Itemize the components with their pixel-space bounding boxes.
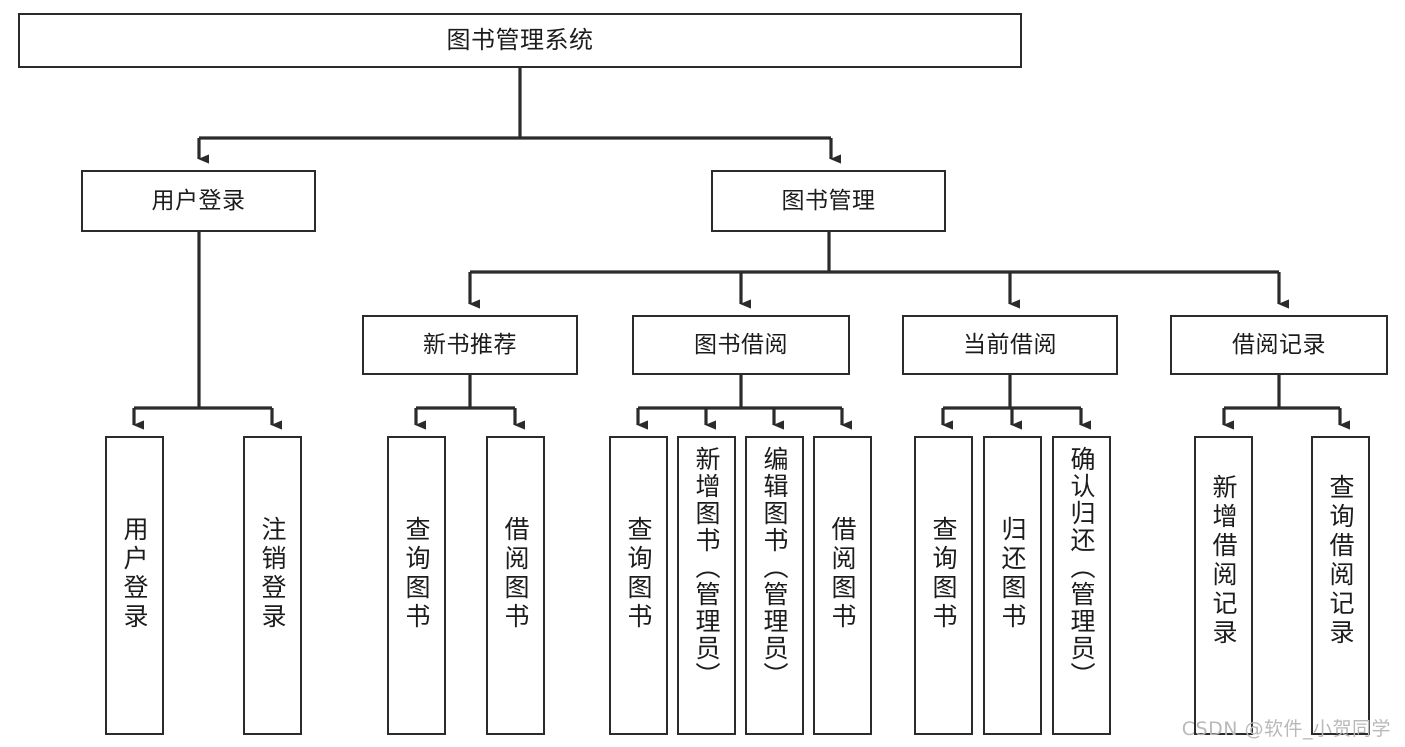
node-user-login[interactable]: 用户登录 (81, 170, 316, 232)
leaf-query-book-current[interactable]: 查询图书 (914, 436, 973, 735)
node-label: 新书推荐 (423, 331, 517, 358)
leaf-add-book-admin[interactable]: 新增图书（管理员） (677, 436, 736, 735)
node-label: 查询图书 (929, 516, 958, 632)
node-label: 查询图书 (624, 516, 653, 632)
node-label: 图书管理系统 (446, 25, 594, 54)
leaf-query-borrow-record[interactable]: 查询借阅记录 (1311, 436, 1370, 735)
leaf-borrow-book[interactable]: 借阅图书 (813, 436, 872, 735)
node-new-book-recommend[interactable]: 新书推荐 (362, 315, 578, 375)
leaf-user-login[interactable]: 用户登录 (105, 436, 164, 735)
node-label: 查询借阅记录 (1326, 474, 1355, 648)
leaf-query-book-borrow[interactable]: 查询图书 (609, 436, 668, 735)
leaf-edit-book-admin[interactable]: 编辑图书（管理员） (745, 436, 804, 735)
leaf-return-book[interactable]: 归还图书 (983, 436, 1042, 735)
leaf-add-borrow-record[interactable]: 新增借阅记录 (1194, 436, 1253, 735)
node-current-borrow[interactable]: 当前借阅 (902, 315, 1118, 375)
node-label: 归还图书 (998, 516, 1027, 632)
node-label: 用户登录 (120, 516, 149, 632)
node-label: 借阅图书 (828, 516, 857, 632)
node-root-book-management-system[interactable]: 图书管理系统 (18, 13, 1022, 68)
node-label: 借阅图书 (501, 516, 530, 632)
node-label: 新增借阅记录 (1209, 474, 1238, 648)
leaf-confirm-return-admin[interactable]: 确认归还（管理员） (1052, 436, 1111, 735)
node-label: 图书管理 (781, 187, 876, 214)
leaf-logout-login[interactable]: 注销登录 (243, 436, 302, 735)
node-label: 图书借阅 (694, 331, 788, 358)
node-label: 借阅记录 (1232, 331, 1326, 358)
node-label: 新增图书（管理员） (692, 446, 721, 689)
node-book-management[interactable]: 图书管理 (711, 170, 946, 232)
node-label: 编辑图书（管理员） (760, 446, 789, 689)
node-book-borrow[interactable]: 图书借阅 (632, 315, 850, 375)
leaf-borrow-book-recommend[interactable]: 借阅图书 (486, 436, 545, 735)
node-label: 确认归还（管理员） (1067, 446, 1096, 689)
node-borrow-record[interactable]: 借阅记录 (1170, 315, 1388, 375)
node-label: 当前借阅 (963, 331, 1057, 358)
node-label: 用户登录 (151, 187, 246, 214)
node-label: 注销登录 (258, 516, 287, 632)
leaf-query-book-recommend[interactable]: 查询图书 (387, 436, 446, 735)
node-label: 查询图书 (402, 516, 431, 632)
